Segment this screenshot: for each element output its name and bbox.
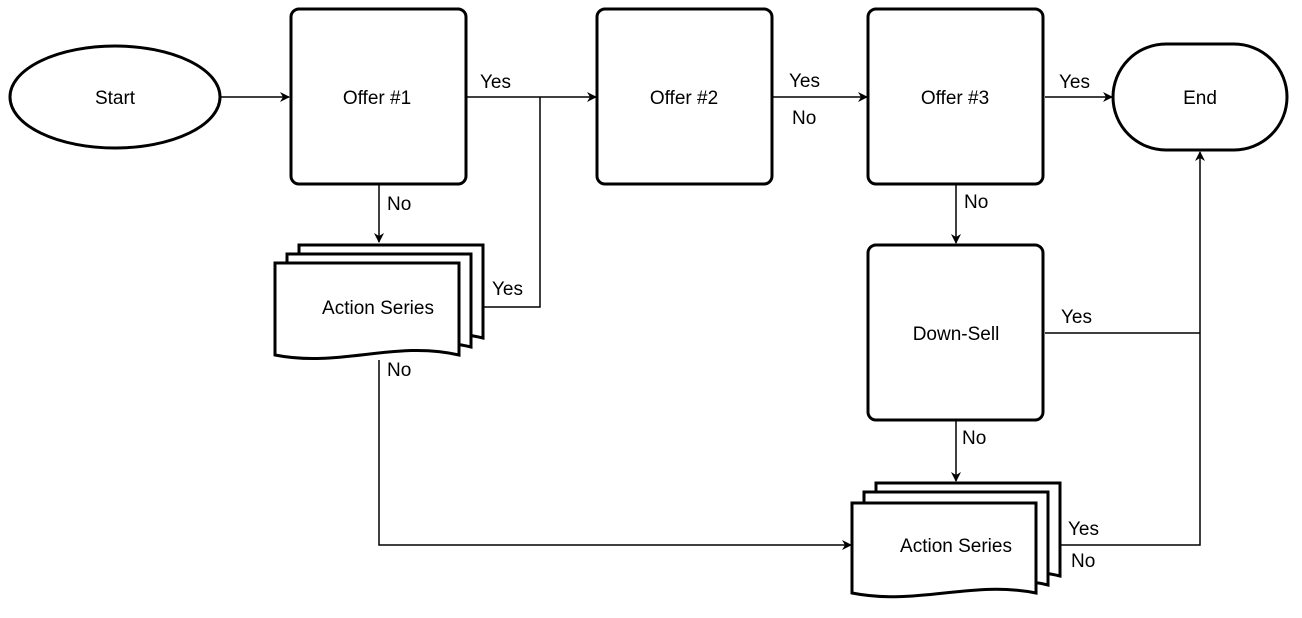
offer1-yes-label: Yes bbox=[480, 72, 511, 93]
action-series-2-label: Action Series bbox=[900, 536, 1012, 557]
downsell-node[interactable]: Down-Sell bbox=[866, 243, 1045, 422]
downsell-label: Down-Sell bbox=[913, 324, 1000, 345]
offer2-node[interactable]: Offer #2 bbox=[595, 7, 774, 186]
edges bbox=[220, 92, 1205, 550]
offer1-no-label: No bbox=[387, 194, 411, 215]
action1-yes-label: Yes bbox=[492, 279, 523, 300]
end-label: End bbox=[1183, 88, 1217, 109]
offer3-yes-label: Yes bbox=[1059, 72, 1090, 93]
offer2-yes-label: Yes bbox=[789, 71, 820, 92]
nodes: Start Offer #1 Offer #2 Offer #3 End Act… bbox=[8, 7, 1289, 599]
offer3-label: Offer #3 bbox=[921, 88, 989, 109]
action-series-2-node[interactable]: Action Series bbox=[850, 481, 1062, 599]
offer2-no-label: No bbox=[792, 108, 816, 129]
start-label: Start bbox=[95, 88, 136, 109]
action2-yes-label: Yes bbox=[1068, 519, 1099, 540]
offer1-node[interactable]: Offer #1 bbox=[289, 7, 468, 186]
action1-no-label: No bbox=[387, 360, 411, 381]
action-series-1-label: Action Series bbox=[322, 298, 434, 319]
offer1-label: Offer #1 bbox=[343, 88, 411, 109]
offer3-no-label: No bbox=[964, 192, 988, 213]
edge-action1-no-to-action2 bbox=[378, 360, 852, 550]
start-node[interactable]: Start bbox=[8, 44, 222, 150]
end-node[interactable]: End bbox=[1111, 42, 1289, 152]
action2-no-label: No bbox=[1071, 551, 1095, 572]
downsell-yes-label: Yes bbox=[1061, 307, 1092, 328]
edge-action2-to-end bbox=[1060, 151, 1205, 546]
edge-labels: Yes No Yes No Yes No Yes No Yes No Yes N… bbox=[387, 71, 1099, 572]
edge-action1-yes-to-offer2 bbox=[483, 97, 541, 308]
action-series-1-node[interactable]: Action Series bbox=[273, 243, 485, 361]
offer3-node[interactable]: Offer #3 bbox=[866, 7, 1045, 186]
offer2-label: Offer #2 bbox=[650, 88, 718, 109]
downsell-no-label: No bbox=[962, 428, 986, 449]
